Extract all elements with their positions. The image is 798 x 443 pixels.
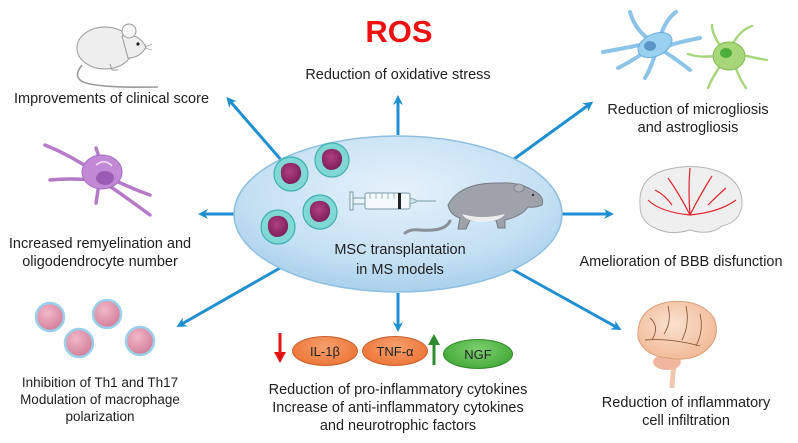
label-microgliosis-line1: Reduction of microgliosis [607,102,769,118]
cytokine-il1b: IL-1β [292,336,358,366]
microglia-icon [686,23,769,90]
label-microgliosis-line2: and astrogliosis [637,120,739,136]
brain-icon [637,300,717,389]
msc-cell-icon [260,142,350,245]
label-th1-th17-line1: Inhibition of Th1 and Th17 [21,375,179,390]
center-label: MSC transplantation in MS models [300,240,500,280]
mouse-icon [76,23,159,88]
lymphocyte-icon [34,298,156,359]
label-remyelination-line2: oligodendrocyte number [22,254,178,270]
label-th1-th17-line2: Modulation of macrophage [20,392,180,407]
cytokine-ngf: NGF [443,339,513,369]
up-arrow-icon [428,334,440,365]
label-th1-th17: Inhibition of Th1 and Th17 Modulation of… [2,374,198,425]
label-clinical-score: Improvements of clinical score [14,91,210,107]
arrows [176,95,622,332]
cytokine-tnfa: TNF-α [362,336,428,366]
center-label-line2: in MS models [356,262,444,278]
rat-icon [403,182,543,235]
label-cytokines: Reduction of pro-inflammatory cytokines … [248,381,548,435]
label-remyelination-line1: Increased remyelination and [8,236,192,252]
center-ellipse [233,135,563,293]
label-cytokines-line2: Increase of anti-inflammatory cytokines [272,400,524,416]
label-remyelination: Increased remyelination and oligodendroc… [0,235,200,271]
down-arrow-icon [274,333,286,363]
label-cytokines-line3: and neurotrophic factors [319,418,477,434]
syringe-icon [349,191,436,211]
arrow-top-left [226,96,284,162]
center-label-line1: MSC transplantation [334,242,466,258]
label-infiltration-line1: Reduction of inflammatory [601,395,771,411]
label-bbb: Amelioration of BBB disfunction [579,254,783,270]
astrocyte-icon [601,10,702,80]
ros-title: ROS [365,14,433,49]
label-oxidative-stress: Reduction of oxidative stress [305,67,491,83]
label-infiltration-line2: cell infiltration [642,413,730,429]
brain-vessels-icon [639,166,743,234]
label-th1-th17-line3: polarization [65,409,135,424]
label-microgliosis: Reduction of microgliosis and astroglios… [598,101,778,137]
label-cytokines-line1: Reduction of pro-inflammatory cytokines [268,382,528,398]
label-infiltration: Reduction of inflammatory cell infiltrat… [596,394,776,430]
arrow-top-right [509,101,594,164]
arrow-bottom-left [176,266,281,327]
oligodendrocyte-icon [43,143,152,217]
arrow-bottom-right [509,266,622,330]
